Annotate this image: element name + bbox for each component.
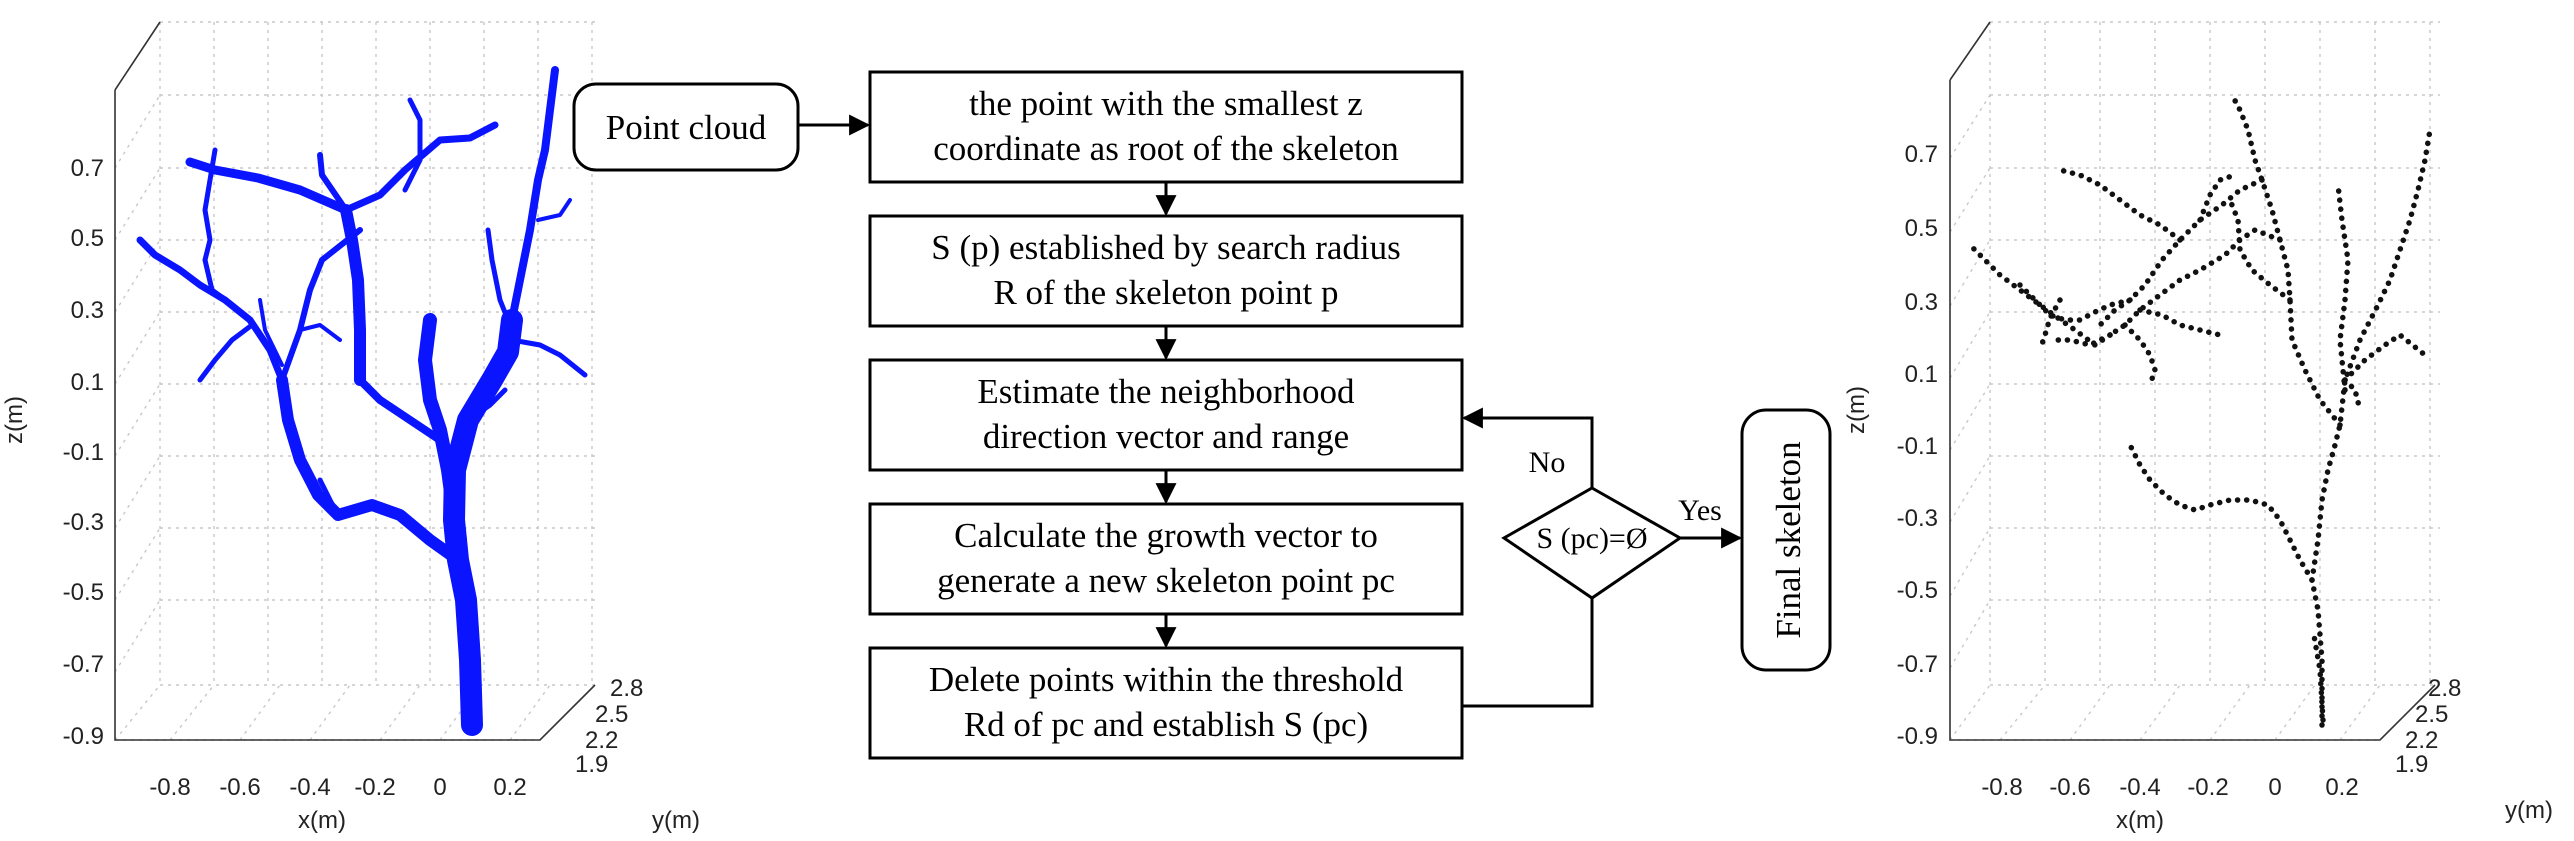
output-label: Final skeleton bbox=[1769, 441, 1808, 638]
x-tick: 0.2 bbox=[2325, 774, 2358, 801]
step-growth-line-1: Calculate the growth vector to bbox=[954, 516, 1378, 555]
step-estimate-line-2: direction vector and range bbox=[983, 417, 1349, 456]
left-grid bbox=[114, 21, 600, 741]
step-root-line-2: coordinate as root of the skeleton bbox=[933, 129, 1399, 168]
z-tick: -0.3 bbox=[1897, 505, 1938, 532]
yes-label: Yes bbox=[1678, 494, 1722, 527]
point-cloud-plot: 0.7 0.5 0.3 0.1 -0.1 -0.3 -0.5 -0.7 -0.9… bbox=[1, 21, 700, 834]
step-delete-line-2: Rd of pc and establish S (pc) bbox=[964, 705, 1368, 744]
step-search-line-2: R of the skeleton point p bbox=[993, 273, 1338, 312]
x-tick: -0.6 bbox=[219, 774, 260, 801]
right-y-ticks: 1.9 2.2 2.5 2.8 bbox=[2395, 675, 2461, 778]
x-axis-label: x(m) bbox=[2116, 807, 2164, 834]
decision-label: S (pc)=Ø bbox=[1536, 522, 1647, 555]
connector-delete-to-decision bbox=[1462, 598, 1594, 708]
y-tick: 2.5 bbox=[2415, 701, 2448, 728]
input-label: Point cloud bbox=[606, 108, 767, 147]
x-tick: -0.8 bbox=[1981, 774, 2022, 801]
y-tick: 2.2 bbox=[2405, 727, 2438, 754]
x-tick: -0.6 bbox=[2049, 774, 2090, 801]
z-tick: 0.3 bbox=[1905, 289, 1938, 316]
step-delete-node: Delete points within the threshold Rd of… bbox=[868, 646, 1464, 760]
y-tick: 2.8 bbox=[2428, 675, 2461, 702]
z-tick: 0.1 bbox=[71, 369, 104, 396]
step-root-node: the point with the smallest z coordinate… bbox=[868, 70, 1464, 184]
skeleton-plot: 0.7 0.5 0.3 0.1 -0.1 -0.3 -0.5 -0.7 -0.9… bbox=[1843, 21, 2553, 834]
x-tick: 0.2 bbox=[493, 774, 526, 801]
right-grid bbox=[1949, 21, 2440, 741]
x-tick: -0.2 bbox=[354, 774, 395, 801]
step-delete-line-1: Delete points within the threshold bbox=[929, 660, 1404, 699]
z-tick: -0.7 bbox=[1897, 651, 1938, 678]
y-tick: 2.5 bbox=[595, 701, 628, 728]
skeleton-points bbox=[1967, 92, 2433, 728]
x-tick: 0 bbox=[433, 774, 446, 801]
z-axis-label: z(m) bbox=[1, 396, 28, 444]
decision-node: S (pc)=Ø bbox=[1501, 486, 1683, 600]
right-z-ticks: 0.7 0.5 0.3 0.1 -0.1 -0.3 -0.5 -0.7 -0.9 bbox=[1897, 141, 1938, 750]
y-tick: 1.9 bbox=[575, 751, 608, 778]
x-tick: -0.4 bbox=[2119, 774, 2160, 801]
z-tick: -0.1 bbox=[63, 439, 104, 466]
step-estimate-line-1: Estimate the neighborhood bbox=[977, 372, 1355, 411]
y-tick: 1.9 bbox=[2395, 751, 2428, 778]
step-search-line-1: S (p) established by search radius bbox=[931, 228, 1400, 267]
z-tick: 0.5 bbox=[1905, 215, 1938, 242]
z-axis-label: z(m) bbox=[1843, 386, 1870, 434]
z-tick: -0.1 bbox=[1897, 433, 1938, 460]
x-tick: 0 bbox=[2268, 774, 2281, 801]
left-z-ticks: 0.7 0.5 0.3 0.1 -0.1 -0.3 -0.5 -0.7 -0.9 bbox=[63, 155, 104, 750]
left-x-ticks: -0.8 -0.6 -0.4 -0.2 0 0.2 bbox=[149, 774, 526, 801]
right-x-ticks: -0.8 -0.6 -0.4 -0.2 0 0.2 bbox=[1981, 774, 2358, 801]
right-axes bbox=[1949, 21, 2436, 741]
z-tick: -0.3 bbox=[63, 509, 104, 536]
input-node: Point cloud bbox=[572, 82, 800, 172]
y-axis-label: y(m) bbox=[652, 807, 700, 834]
z-tick: -0.7 bbox=[63, 651, 104, 678]
y-axis-label: y(m) bbox=[2505, 797, 2553, 824]
flowchart: Point cloud the point with the smallest … bbox=[572, 70, 1832, 760]
z-tick: -0.5 bbox=[1897, 577, 1938, 604]
z-tick: -0.9 bbox=[63, 723, 104, 750]
output-node: Final skeleton bbox=[1740, 408, 1832, 672]
point-cloud-tree bbox=[136, 66, 588, 736]
left-axes bbox=[114, 21, 596, 741]
z-tick: -0.5 bbox=[63, 579, 104, 606]
z-tick: 0.1 bbox=[1905, 361, 1938, 388]
step-search-radius-node: S (p) established by search radius R of … bbox=[868, 214, 1464, 328]
z-tick: 0.7 bbox=[1905, 141, 1938, 168]
x-tick: -0.8 bbox=[149, 774, 190, 801]
step-estimate-node: Estimate the neighborhood direction vect… bbox=[868, 358, 1464, 472]
y-tick: 2.8 bbox=[610, 675, 643, 702]
z-tick: 0.5 bbox=[71, 225, 104, 252]
left-y-ticks: 1.9 2.2 2.5 2.8 bbox=[575, 675, 643, 778]
step-growth-line-2: generate a new skeleton point pc bbox=[937, 561, 1395, 600]
step-growth-node: Calculate the growth vector to generate … bbox=[868, 502, 1464, 616]
x-tick: -0.4 bbox=[289, 774, 330, 801]
arrow-no-loop bbox=[1461, 407, 1594, 488]
step-root-line-1: the point with the smallest z bbox=[969, 84, 1363, 123]
x-axis-label: x(m) bbox=[298, 807, 346, 834]
no-label: No bbox=[1529, 446, 1566, 479]
x-tick: -0.2 bbox=[2187, 774, 2228, 801]
z-tick: 0.3 bbox=[71, 297, 104, 324]
y-tick: 2.2 bbox=[585, 727, 618, 754]
z-tick: 0.7 bbox=[71, 155, 104, 182]
z-tick: -0.9 bbox=[1897, 723, 1938, 750]
